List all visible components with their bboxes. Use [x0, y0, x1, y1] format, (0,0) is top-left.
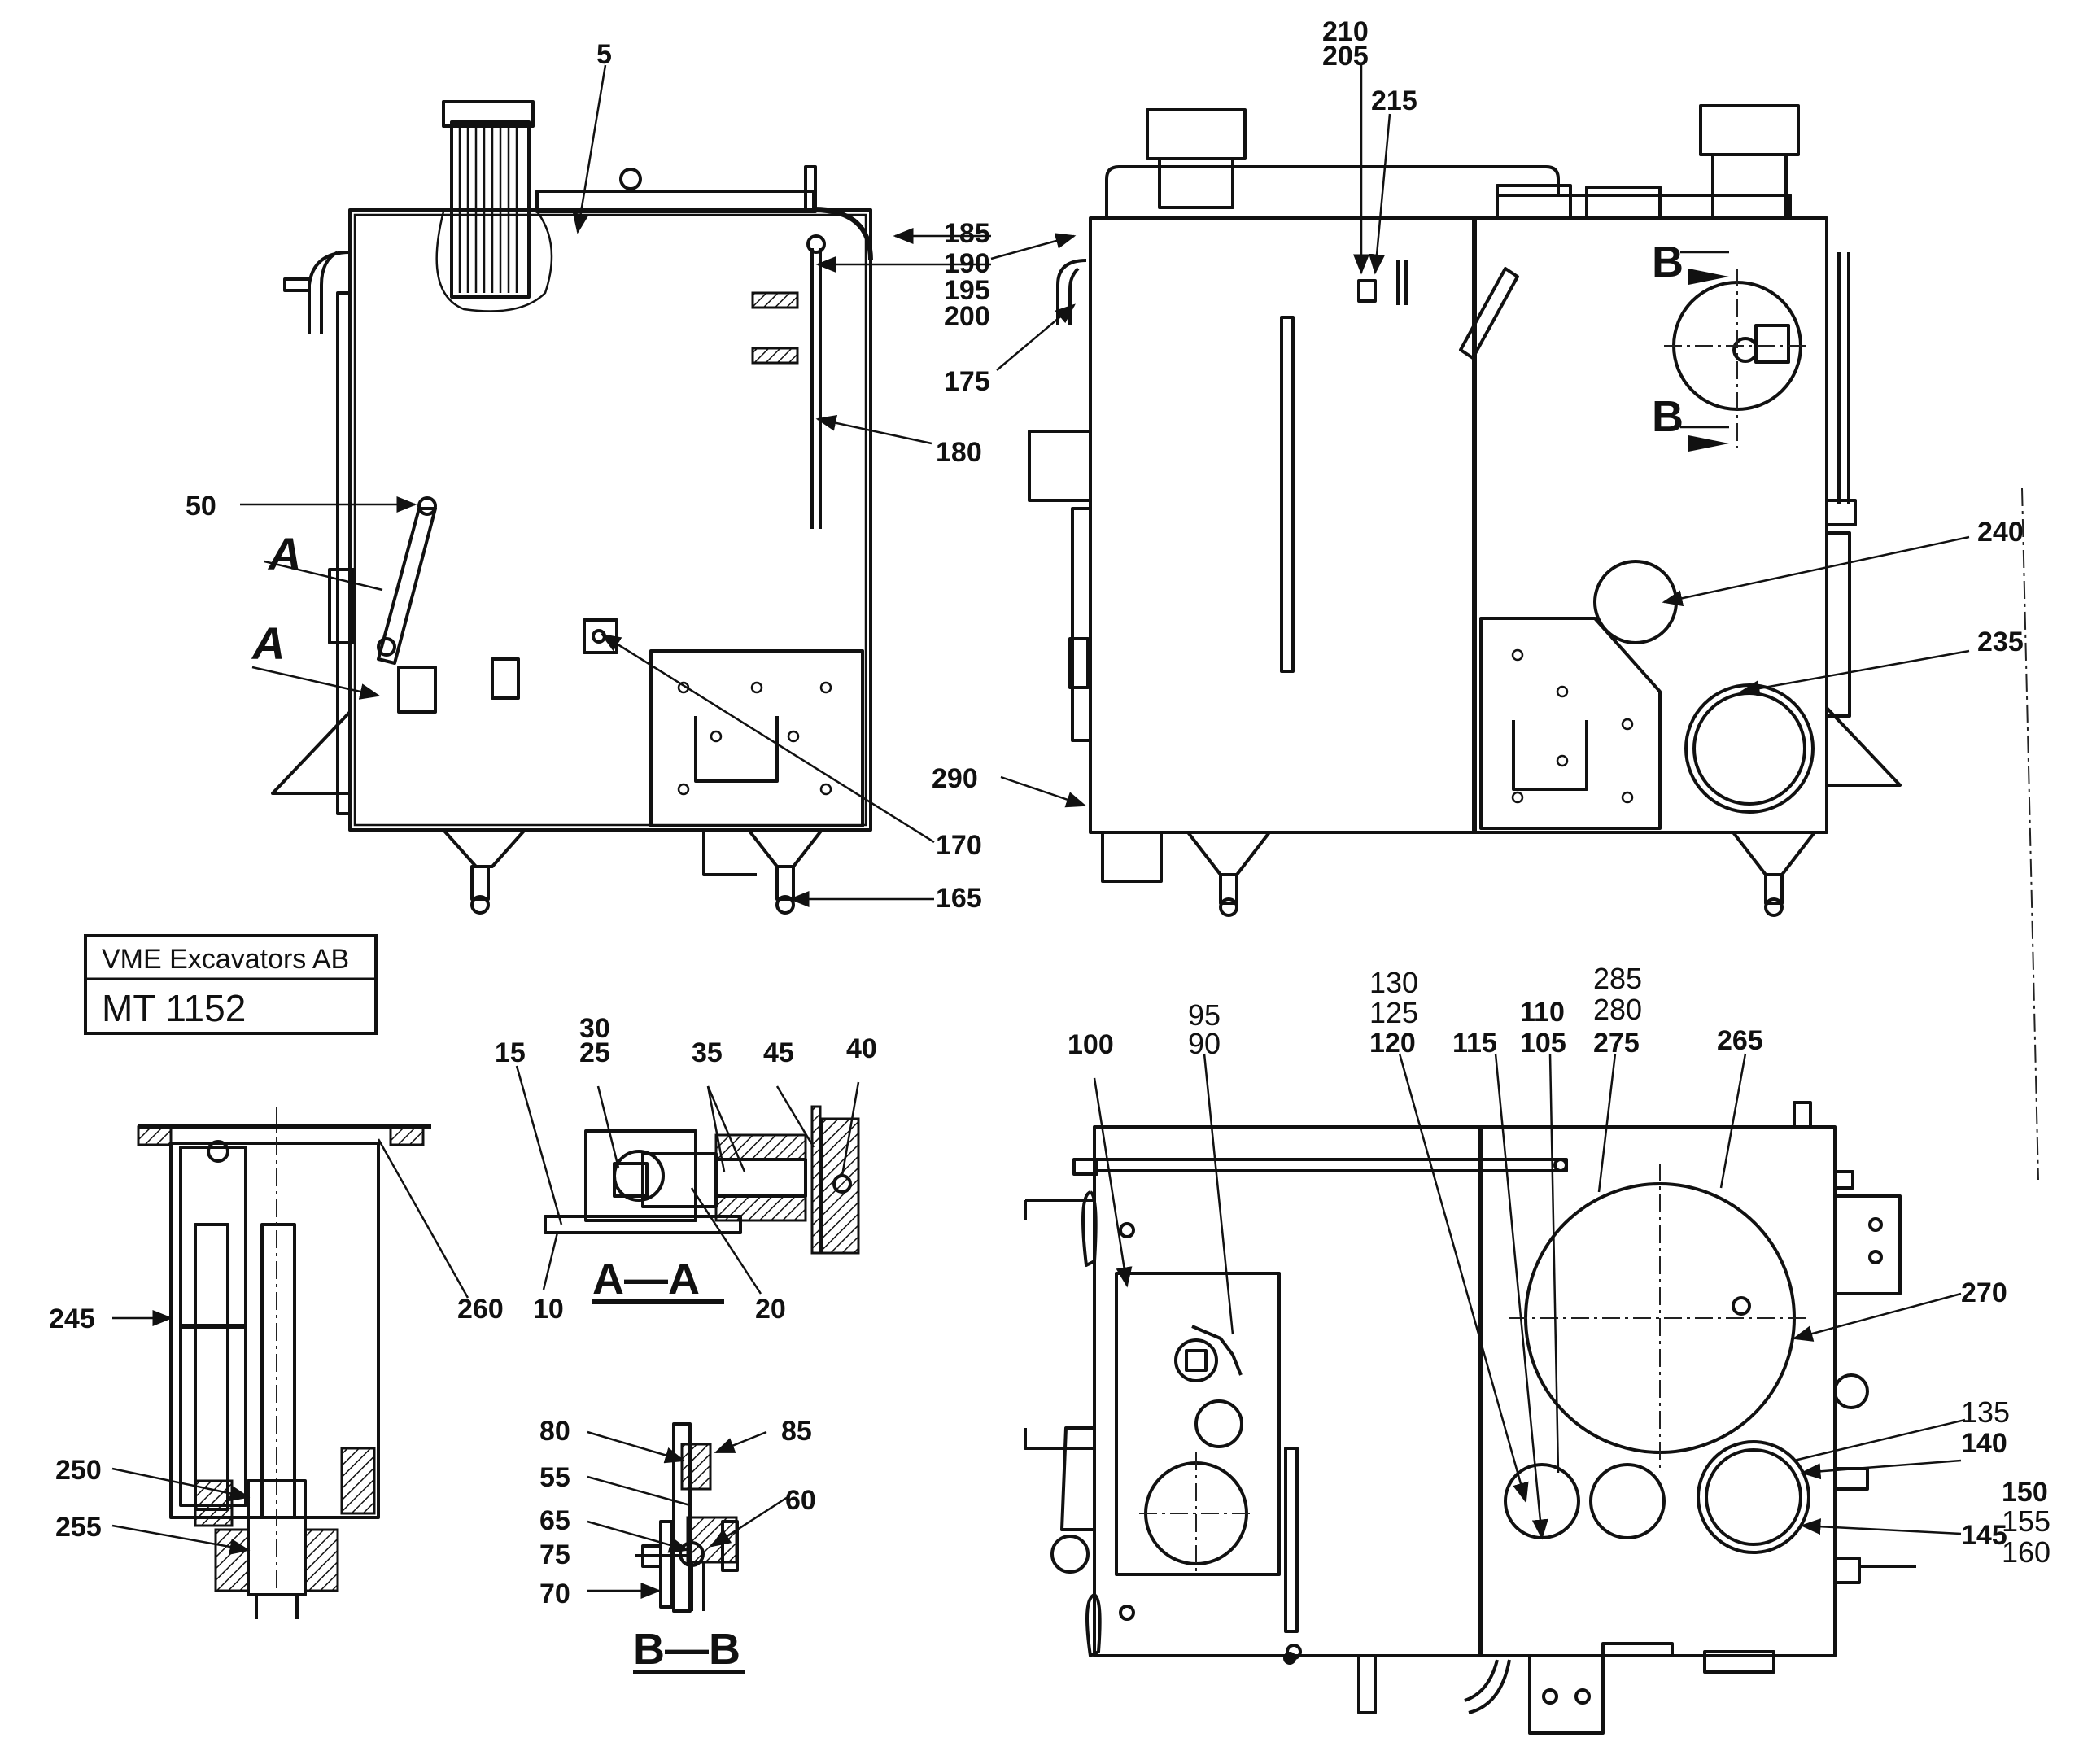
callout-labels: 5 185 190 195 200 175 180 50 170 165 210…	[49, 16, 2051, 1609]
callout-250: 250	[55, 1455, 102, 1486]
callout-190: 190	[944, 248, 990, 279]
callout-175: 175	[944, 366, 990, 397]
callout-115: 115	[1452, 1028, 1497, 1059]
section-b-b	[633, 1422, 745, 1674]
callout-20: 20	[755, 1294, 786, 1325]
callout-200: 200	[944, 301, 990, 332]
callout-265: 265	[1717, 1025, 1763, 1056]
filter-section-view	[137, 1107, 431, 1619]
callout-195: 195	[944, 275, 990, 306]
drawing-number: MT 1152	[102, 987, 246, 1029]
section-marker-b-bottom: B	[1652, 392, 1684, 441]
section-marker-b-top: B	[1652, 238, 1684, 286]
callout-35: 35	[692, 1037, 723, 1068]
callout-155: 155	[2002, 1504, 2051, 1538]
callout-290: 290	[932, 763, 978, 794]
callout-120: 120	[1369, 1028, 1416, 1059]
callout-55: 55	[539, 1462, 570, 1493]
section-marker-a-top: A	[267, 528, 301, 579]
callout-205: 205	[1322, 41, 1369, 72]
callout-5: 5	[596, 39, 612, 70]
callout-275: 275	[1593, 1028, 1640, 1059]
callout-100: 100	[1068, 1029, 1114, 1060]
callout-10: 10	[533, 1294, 564, 1325]
callout-160: 160	[2002, 1535, 2051, 1569]
callout-50: 50	[186, 491, 216, 522]
callout-15: 15	[495, 1037, 526, 1068]
callout-25: 25	[579, 1037, 610, 1068]
callout-80: 80	[539, 1416, 570, 1447]
callout-135: 135	[1961, 1395, 2010, 1429]
callout-40: 40	[846, 1033, 877, 1064]
callout-215: 215	[1371, 85, 1417, 116]
callout-245: 245	[49, 1303, 95, 1334]
callout-85: 85	[781, 1416, 812, 1447]
callout-75: 75	[539, 1539, 570, 1570]
callout-70: 70	[539, 1578, 570, 1609]
callout-170: 170	[936, 830, 982, 861]
company-name: VME Excavators AB	[102, 944, 349, 975]
callout-240: 240	[1977, 517, 2024, 548]
section-title-a-a: A—A	[592, 1255, 700, 1303]
tank-top-view	[1024, 1101, 1916, 1735]
leader-lines	[111, 64, 1970, 1599]
callout-30: 30	[579, 1013, 610, 1044]
callout-105: 105	[1520, 1028, 1566, 1059]
callout-140: 140	[1961, 1428, 2007, 1459]
callout-130: 130	[1369, 966, 1418, 999]
callout-165: 165	[936, 883, 982, 914]
callout-270: 270	[1961, 1277, 2007, 1308]
callout-185: 185	[944, 218, 990, 249]
callout-90: 90	[1188, 1027, 1221, 1060]
tank-side-view	[271, 100, 873, 915]
section-markers: A A B B A—A B—B	[251, 238, 1729, 1674]
callout-210: 210	[1322, 16, 1369, 47]
callout-150: 150	[2002, 1477, 2048, 1508]
title-block: VME Excavators AB MT 1152	[84, 934, 378, 1035]
callout-95: 95	[1188, 998, 1221, 1032]
callout-180: 180	[936, 437, 982, 468]
callout-260: 260	[457, 1294, 504, 1325]
callout-235: 235	[1977, 627, 2024, 657]
callout-285: 285	[1593, 962, 1642, 995]
callout-65: 65	[539, 1505, 570, 1536]
callout-280: 280	[1593, 993, 1642, 1026]
callout-125: 125	[1369, 996, 1418, 1029]
callout-255: 255	[55, 1512, 102, 1543]
callout-60: 60	[785, 1485, 816, 1516]
callout-145: 145	[1961, 1520, 2007, 1551]
section-marker-a-bottom: A	[251, 618, 285, 669]
callout-110: 110	[1520, 997, 1565, 1028]
callout-45: 45	[763, 1037, 794, 1068]
section-title-b-b: B—B	[633, 1625, 740, 1674]
